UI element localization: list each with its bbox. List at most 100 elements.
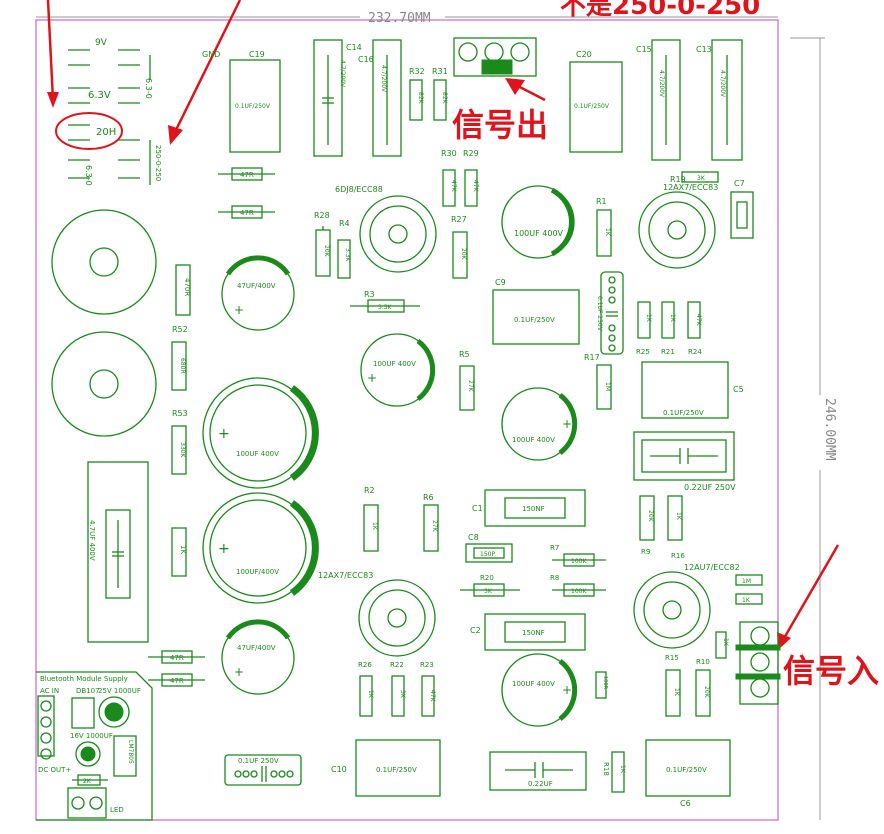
svg-text:C10: C10: [331, 765, 347, 774]
r8: R8 100K: [550, 574, 606, 597]
height-label: 246.00MM: [822, 398, 837, 461]
tube-v1: 6DJ8/ECC88: [335, 185, 437, 273]
svg-text:R23: R23: [420, 661, 434, 669]
svg-text:47R: 47R: [240, 209, 254, 217]
annotation-signal-out: 信号出: [452, 106, 548, 144]
r53: R53 330K: [171, 409, 188, 475]
svg-text:1K: 1K: [742, 597, 751, 604]
dimension-height: 246.00MM: [790, 37, 837, 820]
cap-100b: 100UF 400V +: [360, 333, 436, 407]
c4: 0.22UF: [489, 751, 587, 791]
svg-text:0.22UF: 0.22UF: [528, 780, 553, 788]
svg-text:C16: C16: [358, 55, 374, 64]
cap-100c: 100UF 400V +: [202, 377, 319, 489]
svg-text:1M: 1M: [604, 382, 611, 391]
svg-text:+: +: [218, 426, 230, 442]
svg-text:1K: 1K: [367, 690, 374, 699]
svg-text:R26: R26: [358, 661, 372, 669]
r1m-r1k: 1M 1K: [735, 574, 763, 605]
r32-r31: R32 R31 82K 82K: [409, 67, 448, 121]
c22: 0.22UF 250V: [633, 431, 736, 492]
svg-text:3K: 3K: [697, 175, 706, 182]
svg-text:4.7/200V: 4.7/200V: [380, 65, 387, 93]
svg-text:47K: 47K: [472, 180, 479, 193]
arrow-signal-in: [781, 544, 840, 641]
r47a: 47R: [218, 167, 275, 181]
bluetooth-module: Bluetooth Module Supply AC IN DB107 25V …: [36, 671, 153, 821]
svg-text:0.1UF/250V: 0.1UF/250V: [514, 316, 555, 324]
svg-text:20H: 20H: [96, 127, 116, 138]
svg-text:R17: R17: [584, 353, 600, 362]
svg-text:R25: R25: [636, 348, 650, 356]
svg-text:47R: 47R: [170, 654, 184, 662]
svg-text:27K: 27K: [467, 380, 474, 393]
input-terminal: [735, 621, 781, 705]
svg-text:1M: 1M: [742, 578, 751, 585]
svg-text:R27: R27: [451, 215, 467, 224]
svg-text:LED: LED: [110, 806, 124, 814]
r6: R6 27K: [423, 493, 439, 552]
c16: C16 4.7/200V: [358, 39, 402, 157]
svg-text:C13: C13: [696, 45, 712, 54]
cap-47c: 47UF/400V +: [221, 619, 295, 695]
svg-text:25V 1000UF: 25V 1000UF: [98, 687, 141, 695]
svg-text:1K: 1K: [673, 688, 680, 697]
svg-text:12AX7/ECC83: 12AX7/ECC83: [318, 571, 373, 580]
c10: C10 0.1UF/250V: [331, 739, 441, 797]
r27: R27 20K: [451, 215, 468, 279]
r28-r4: R28 R4 20K 3.3K: [314, 211, 351, 279]
svg-text:1K: 1K: [179, 545, 187, 554]
cap-100f: 100UF 400V +: [501, 653, 578, 727]
svg-text:1K: 1K: [604, 228, 611, 237]
transformer-pins: 9V 6.3V 20H 6.3-0 6.3-0 250-0-250 GND: [68, 38, 220, 186]
svg-text:680R: 680R: [179, 358, 186, 374]
svg-text:4.7/200V: 4.7/200V: [719, 70, 726, 98]
svg-text:GND: GND: [202, 50, 220, 59]
r52: R52 680R: [171, 325, 188, 391]
r15-r10: R15 R10 1K 20K: [665, 654, 711, 717]
r3: R3 3.3K: [350, 290, 420, 313]
svg-text:20K: 20K: [703, 686, 710, 699]
c8: C8 150P: [465, 533, 513, 563]
svg-text:100R: 100R: [602, 676, 608, 690]
output-terminal: [453, 37, 537, 77]
svg-text:1K: 1K: [669, 314, 676, 323]
circle-20h: [55, 112, 123, 150]
svg-text:100UF 400V: 100UF 400V: [512, 680, 555, 688]
tube-v2: 12AX7/ECC83: [318, 571, 436, 657]
svg-text:0.22UF 250V: 0.22UF 250V: [684, 483, 736, 492]
socket-top: [51, 209, 157, 315]
r30-r29: R30 R29 47K 47K: [441, 149, 479, 207]
svg-text:C19: C19: [249, 50, 265, 59]
svg-text:1K: 1K: [645, 314, 652, 323]
svg-text:R22: R22: [390, 661, 404, 669]
r9-r16: R9 R16 20K 1K: [639, 495, 685, 560]
r5: R5 27K: [459, 350, 475, 411]
c19: C19 0.1UF/250V: [229, 50, 281, 153]
svg-text:R7: R7: [550, 544, 559, 552]
c13: C13 4.7/200V: [696, 39, 743, 161]
svg-text:12AU7/ECC82: 12AU7/ECC82: [684, 563, 740, 572]
svg-text:150NF: 150NF: [522, 505, 545, 513]
arrow-left: [46, 0, 55, 101]
svg-text:82K: 82K: [417, 92, 424, 105]
svg-text:AC IN: AC IN: [40, 687, 59, 695]
svg-text:1K: 1K: [619, 765, 626, 774]
svg-text:27K: 27K: [431, 520, 438, 533]
svg-text:R29: R29: [463, 149, 479, 158]
r470: 470R: [175, 264, 191, 316]
c15: C15 4.7/200V: [636, 39, 681, 161]
svg-text:9V: 9V: [95, 38, 108, 48]
svg-text:470R: 470R: [183, 278, 191, 296]
svg-text:+: +: [218, 541, 230, 557]
r100-small: 100R: [595, 671, 608, 699]
svg-text:6.3V: 6.3V: [88, 90, 111, 101]
svg-text:R6: R6: [423, 493, 434, 502]
svg-text:100K: 100K: [571, 588, 587, 595]
svg-text:3K: 3K: [484, 588, 493, 595]
svg-text:0.1UF/250V: 0.1UF/250V: [574, 103, 610, 110]
cap-47b: 4.7UF 400V: [87, 461, 149, 643]
svg-text:47R: 47R: [170, 677, 184, 685]
r20: R20 3K: [460, 574, 520, 597]
